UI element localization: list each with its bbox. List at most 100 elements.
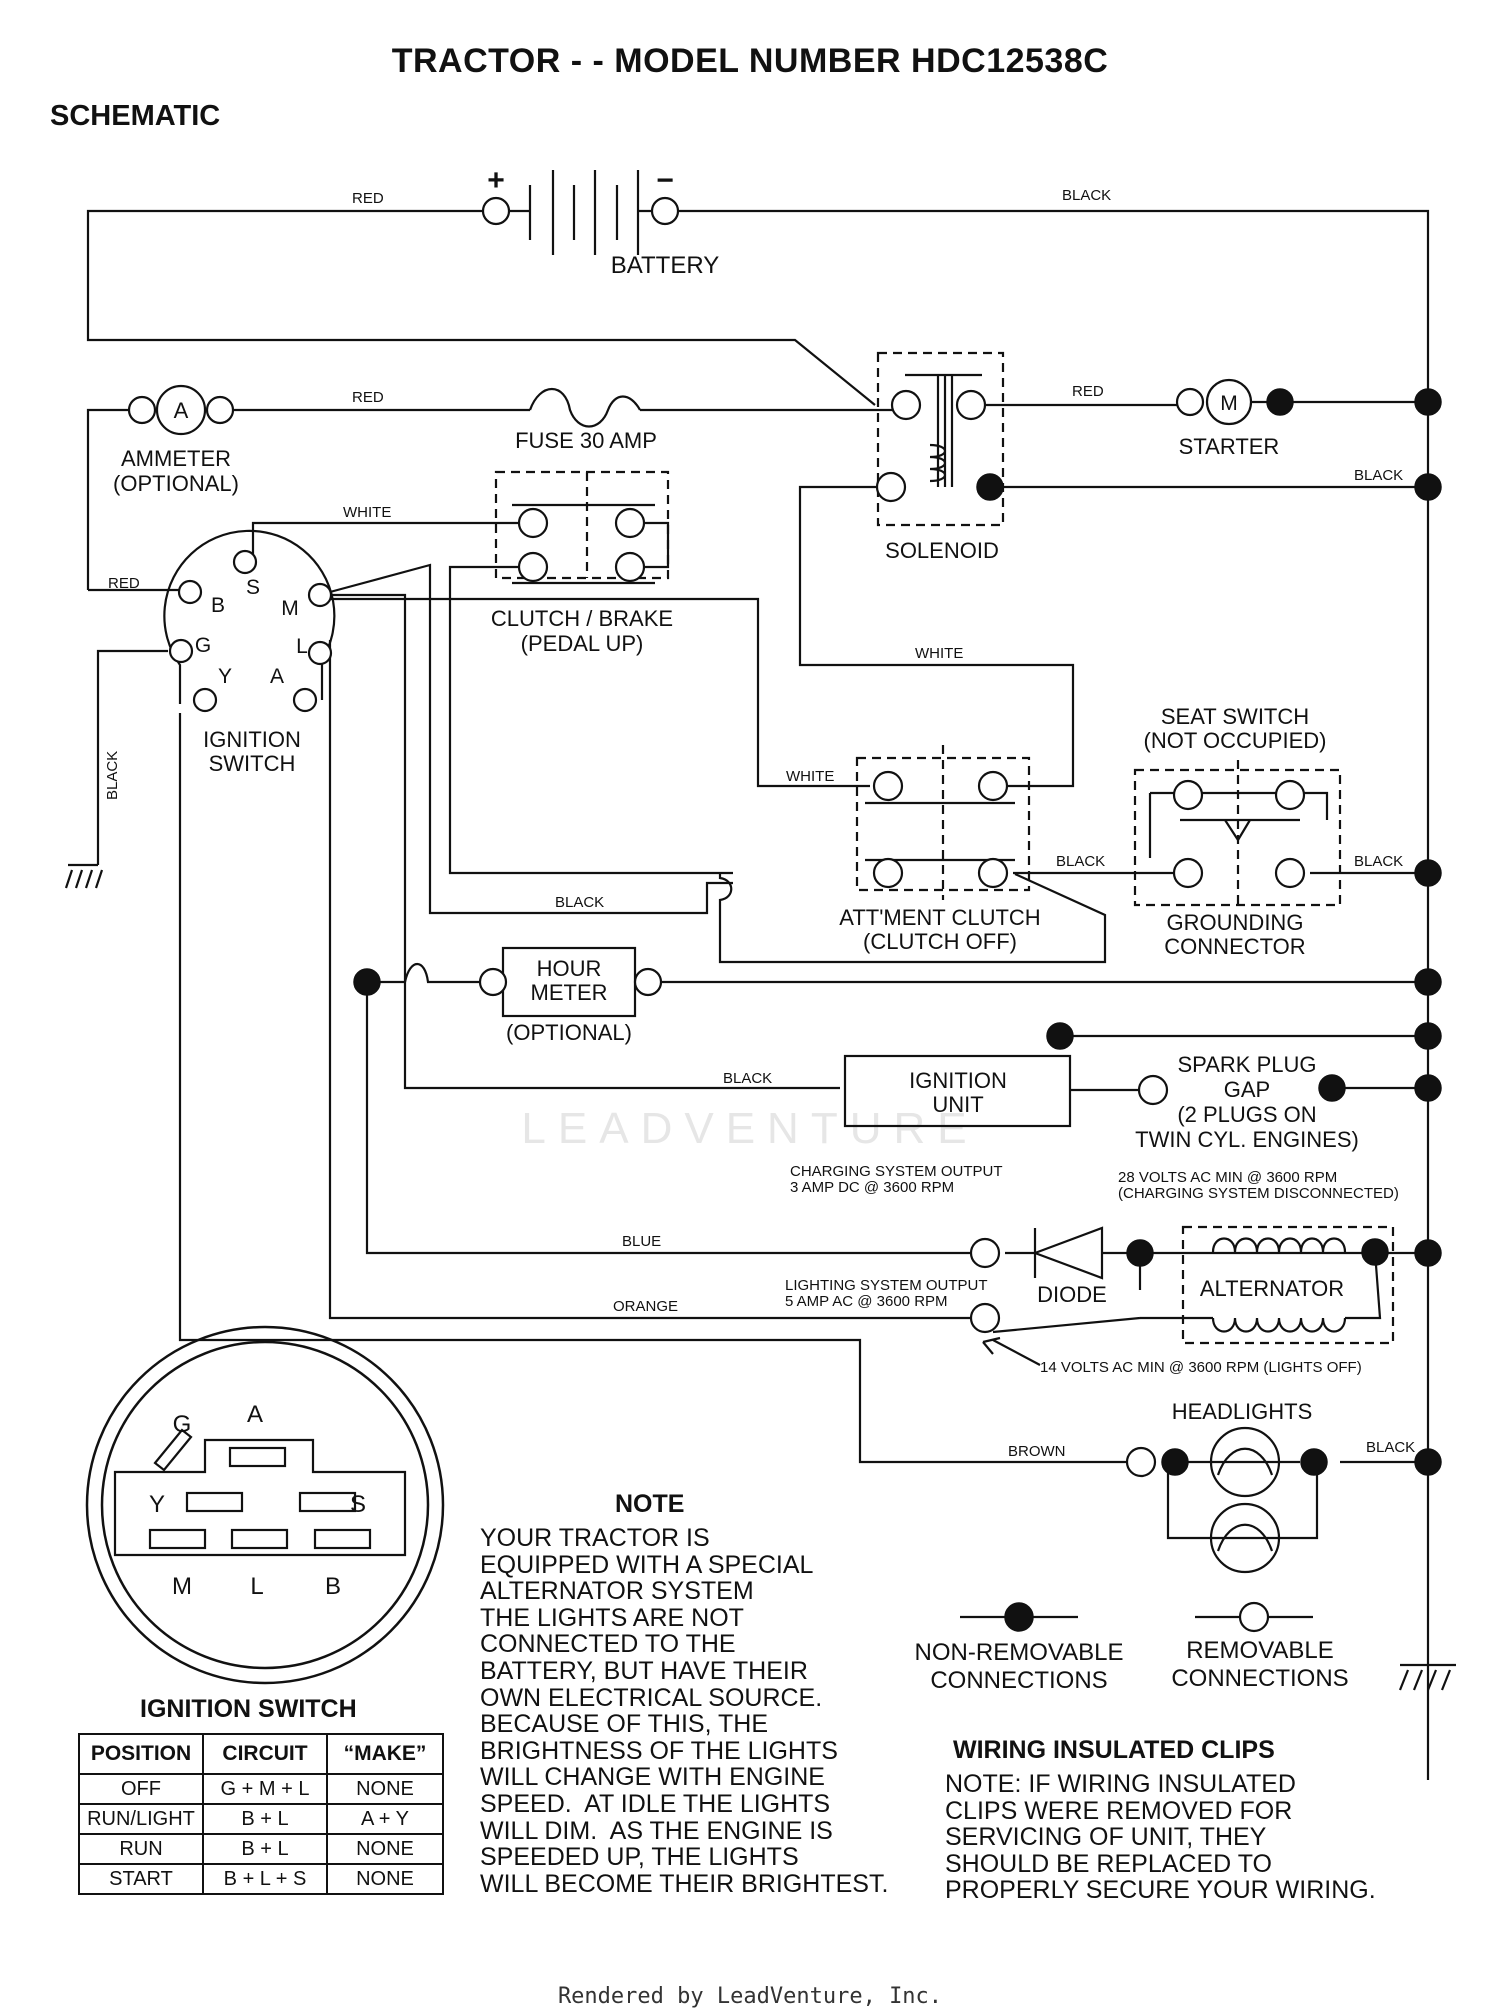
diagram-label: (OPTIONAL) (506, 1020, 632, 1045)
note-title: NOTE (615, 1490, 685, 1518)
wire-brown (178, 713, 1128, 1464)
ignition-unit-label: IGNITION (909, 1068, 1007, 1093)
wire-white-mid (798, 485, 1075, 788)
headlights-label: HEADLIGHTS (1172, 1399, 1313, 1424)
diagram-label: (CLUTCH OFF) (863, 929, 1017, 954)
grounding-connector-label: GROUNDING (1167, 910, 1304, 935)
legend-removable: REMOVABLE (1186, 1637, 1334, 1664)
diagram-label: CONNECTIONS (1171, 1665, 1348, 1692)
seat-switch-box (1133, 768, 1342, 907)
diagram-label: BLACK (104, 751, 121, 800)
diagram-label: L (296, 635, 308, 658)
table-header: POSITION (78, 1733, 204, 1775)
diagram-label: (OPTIONAL) (113, 471, 239, 496)
wire-red-ammeter (86, 408, 130, 590)
ignition-table-title: IGNITION SWITCH (140, 1695, 357, 1723)
volts-14-label: 14 VOLTS AC MIN @ 3600 RPM (LIGHTS OFF) (1040, 1359, 1362, 1376)
ground-left (64, 863, 104, 889)
diagram-label: 3 AMP DC @ 3600 RPM (790, 1179, 954, 1196)
table-header: “MAKE” (326, 1733, 444, 1775)
clips-body: NOTE: IF WIRING INSULATED CLIPS WERE REM… (945, 1770, 1376, 1905)
ignition-switch-label: IGNITION (203, 727, 301, 752)
diagram-label: (CHARGING SYSTEM DISCONNECTED) (1118, 1185, 1399, 1202)
switch-face (85, 1325, 445, 1685)
seat-switch-label: SEAT SWITCH (1161, 704, 1309, 729)
ammeter-label: AMMETER (121, 446, 231, 471)
table-header: CIRCUIT (202, 1733, 328, 1775)
wire-black-ground (96, 649, 168, 865)
lighting-output-label: LIGHTING SYSTEM OUTPUT (785, 1277, 988, 1294)
diagram-label: CONNECTIONS (930, 1667, 1107, 1694)
spark-plug-label: SPARK PLUG (1178, 1052, 1317, 1077)
diagram-label: BLACK (1056, 853, 1105, 870)
diagram-label: 5 AMP AC @ 3600 RPM (785, 1293, 948, 1310)
wire-blue (365, 982, 980, 1255)
diagram-label: RED (1072, 383, 1104, 400)
diagram-label: + (487, 164, 505, 197)
diagram-label: B (325, 1573, 341, 1600)
footer-credit: Rendered by LeadVenture, Inc. (557, 1984, 943, 2009)
legend-removable-symbol (1238, 1601, 1270, 1633)
diagram-label: M (281, 597, 299, 620)
ammeter-symbol (155, 384, 207, 436)
diagram-label: A (247, 1401, 263, 1428)
diagram-label: A (270, 665, 284, 688)
diagram-label: ORANGE (613, 1298, 678, 1315)
fuse-label: FUSE 30 AMP (515, 428, 657, 453)
battery-label: BATTERY (611, 252, 719, 279)
diagram-label: (NOT OCCUPIED) (1144, 728, 1327, 753)
diagram-label: S (350, 1491, 366, 1518)
diagram-label: Y (149, 1491, 165, 1518)
diagram-label: CONNECTOR (1164, 934, 1305, 959)
page-title: TRACTOR - - MODEL NUMBER HDC12538C (391, 42, 1109, 80)
diagram-label: L (250, 1573, 263, 1600)
page-subtitle: SCHEMATIC (50, 100, 221, 132)
battery-cells (528, 170, 640, 255)
wire-white-top (251, 521, 520, 562)
attment-clutch-box (855, 756, 1031, 892)
diagram-label: SWITCH (209, 751, 296, 776)
alternator-label: ALTERNATOR (1200, 1276, 1344, 1301)
diagram-label: − (656, 164, 674, 197)
diagram-label: BLACK (723, 1070, 772, 1087)
diagram-label: BROWN (1008, 1443, 1066, 1460)
volts-28-label: 28 VOLTS AC MIN @ 3600 RPM (1118, 1169, 1337, 1186)
note-body: YOUR TRACTOR IS EQUIPPED WITH A SPECIAL … (480, 1524, 889, 1898)
hour-meter-label: HOUR (537, 956, 602, 981)
diagram-label: RED (352, 190, 384, 207)
wire-orange (328, 640, 980, 1320)
diagram-label: WHITE (343, 504, 391, 521)
starter-symbol (1205, 378, 1253, 426)
diagram-label: BLUE (622, 1233, 661, 1250)
diagram-label: RED (352, 389, 384, 406)
diode-label: DIODE (1037, 1282, 1107, 1307)
diagram-label: WHITE (786, 768, 834, 785)
diagram-label: G (195, 634, 211, 657)
ground-right (1398, 1663, 1456, 1691)
solenoid-box (876, 351, 1005, 527)
ignition-switch-body (163, 529, 336, 704)
alternator-box (1181, 1225, 1395, 1345)
diagram-label: (PEDAL UP) (521, 631, 644, 656)
diagram-label: A (174, 398, 189, 423)
diagram-label: B (211, 594, 225, 617)
diagram-label: GAP (1224, 1077, 1270, 1102)
diagram-label: M (172, 1573, 192, 1600)
diagram-label: M (1220, 392, 1238, 415)
charging-output-label: CHARGING SYSTEM OUTPUT (790, 1163, 1003, 1180)
diagram-label: BLACK (1062, 187, 1111, 204)
headlight-bottom (1209, 1502, 1281, 1574)
diode-symbol (1031, 1226, 1104, 1280)
diagram-label: WHITE (915, 645, 963, 662)
clutch-brake-label: CLUTCH / BRAKE (491, 606, 673, 631)
diagram-label: BLACK (555, 894, 604, 911)
diagram-label: UNIT (932, 1092, 983, 1117)
diagram-label: BLACK (1366, 1439, 1415, 1456)
diagram-label: BLACK (1354, 467, 1403, 484)
solenoid-label: SOLENOID (885, 538, 999, 563)
